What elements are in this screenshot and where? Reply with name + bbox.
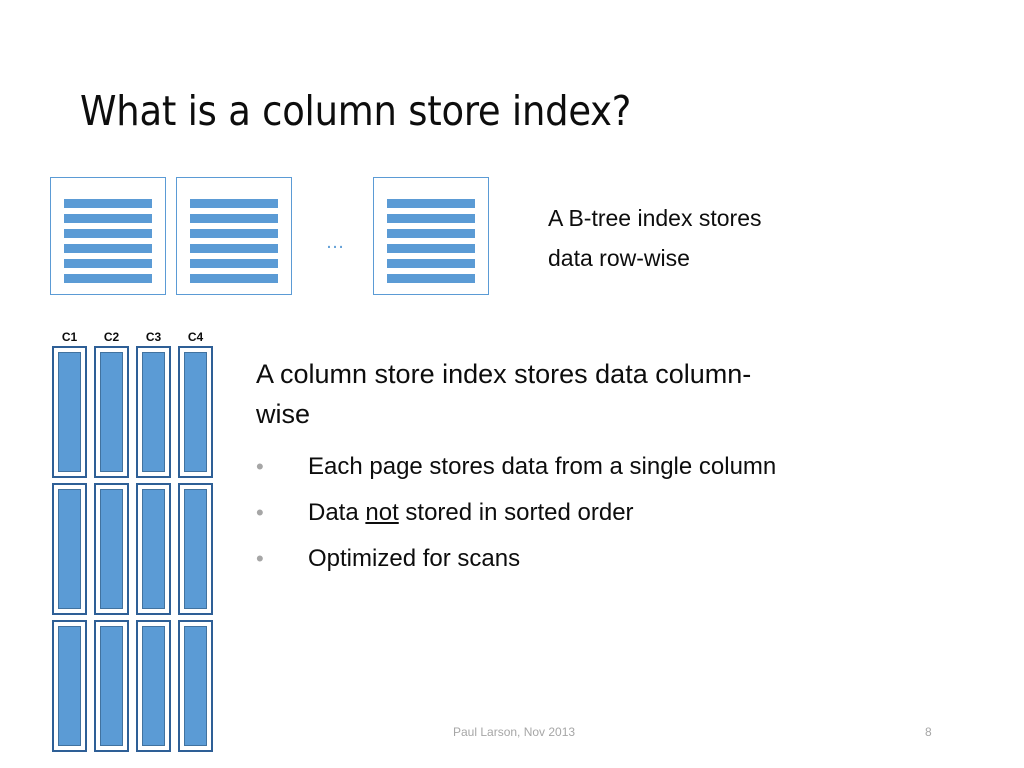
btree-page-box-1: [50, 177, 166, 295]
ellipsis-icon: …: [325, 232, 347, 253]
column-cell-r3c4: [178, 620, 213, 752]
bullet-text-3-before: Optimized for scans: [308, 545, 521, 572]
column-cell-fill: [58, 626, 81, 746]
column-header-row: C1 C2 C3 C4: [52, 330, 218, 346]
column-cell-r2c1: [52, 483, 87, 615]
column-cell-r2c4: [178, 483, 213, 615]
btree-row-bar: [64, 259, 152, 268]
btree-page-box-2: [176, 177, 292, 295]
column-cell-fill: [142, 352, 165, 472]
btree-row-bar: [190, 199, 278, 208]
column-cell-r1c2: [94, 346, 129, 478]
column-cell-fill: [58, 489, 81, 609]
column-cell-fill: [100, 489, 123, 609]
bullet-item-1: • Each page stores data from a single co…: [256, 444, 946, 490]
btree-row-bar: [190, 229, 278, 238]
bullet-text-1-before: Each page stores data from a single colu…: [308, 453, 777, 480]
btree-row-bar: [64, 199, 152, 208]
body-lead-text: A column store index stores data column-…: [256, 354, 946, 434]
btree-page-rows: [64, 199, 152, 283]
page-title: What is a column store index?: [80, 87, 632, 135]
column-cell-r3c2: [94, 620, 129, 752]
btree-row-bar: [387, 229, 475, 238]
btree-row-bar: [387, 259, 475, 268]
column-cell-r3c1: [52, 620, 87, 752]
column-cell-fill: [142, 626, 165, 746]
btree-row-bar: [387, 199, 475, 208]
footer-page-number: 8: [925, 725, 932, 739]
column-cell-fill: [184, 352, 207, 472]
bullet-item-3: • Optimized for scans: [256, 536, 946, 582]
btree-page-rows: [190, 199, 278, 283]
btree-row-bar: [64, 274, 152, 283]
btree-row-bar: [387, 274, 475, 283]
column-header-c2: C2: [103, 330, 120, 344]
btree-row-bar: [190, 259, 278, 268]
bullet-dot-icon: •: [256, 500, 264, 525]
footer-author: Paul Larson, Nov 2013: [453, 725, 576, 739]
body-lead-line-1: A column store index stores data column-: [256, 359, 752, 389]
bullet-text-2-before: Data: [308, 499, 366, 526]
btree-row-bar: [387, 244, 475, 253]
column-header-c4: C4: [187, 330, 204, 344]
column-header-c1: C1: [61, 330, 78, 344]
column-cell-fill: [100, 626, 123, 746]
bullet-dot-icon: •: [256, 546, 264, 571]
bullet-text-1: Each page stores data from a single colu…: [308, 444, 776, 490]
btree-row-bar: [190, 274, 278, 283]
column-cell-r1c3: [136, 346, 171, 478]
column-cell-r2c3: [136, 483, 171, 615]
column-cell-fill: [142, 489, 165, 609]
column-cell-fill: [184, 489, 207, 609]
btree-row-bar: [64, 229, 152, 238]
column-cell-fill: [184, 626, 207, 746]
column-cell-r1c4: [178, 346, 213, 478]
btree-row-bar: [387, 214, 475, 223]
btree-row-bar: [64, 244, 152, 253]
btree-row-bar: [64, 214, 152, 223]
bullet-text-2-emphasis: not: [365, 499, 399, 526]
bullet-text-2: Data not stored in sorted order: [308, 490, 634, 536]
btree-page-rows: [387, 199, 475, 283]
btree-note-text: A B-tree index stores data row-wise: [548, 198, 878, 278]
bullet-dot-icon: •: [256, 454, 264, 479]
btree-row-bar: [190, 244, 278, 253]
bullet-item-2: • Data not stored in sorted order: [256, 490, 946, 536]
column-cell-r2c2: [94, 483, 129, 615]
column-store-diagram: C1 C2 C3 C4: [52, 330, 218, 768]
column-header-c3: C3: [145, 330, 162, 344]
btree-page-box-3: [373, 177, 489, 295]
btree-row-bar: [190, 214, 278, 223]
bullet-text-2-after: stored in sorted order: [398, 499, 634, 526]
body-lead-line-2: wise: [256, 399, 311, 429]
column-cell-r3c3: [136, 620, 171, 752]
body-text-block: A column store index stores data column-…: [256, 354, 946, 582]
btree-note-line-2: data row-wise: [548, 245, 690, 271]
column-cell-r1c1: [52, 346, 87, 478]
btree-note-line-1: A B-tree index stores: [548, 205, 762, 231]
column-cell-fill: [100, 352, 123, 472]
column-cell-fill: [58, 352, 81, 472]
bullet-text-3: Optimized for scans: [308, 536, 520, 582]
